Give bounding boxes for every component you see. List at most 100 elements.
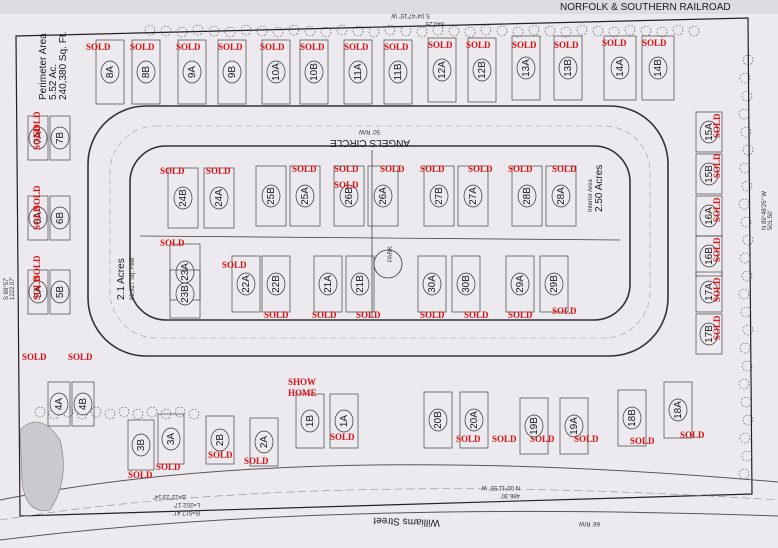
tree-symbol bbox=[544, 25, 556, 37]
sold-marker: SOLD bbox=[32, 255, 42, 280]
lot-id-circle bbox=[699, 280, 719, 304]
show-home-line2: HOME bbox=[288, 388, 317, 398]
lot-id-circle bbox=[463, 184, 483, 208]
sold-marker: SOLD bbox=[508, 164, 533, 174]
lot-boundary bbox=[427, 37, 457, 103]
tree-symbol bbox=[739, 432, 751, 444]
street-rw: 66' R/W bbox=[579, 520, 600, 526]
lot-id-circle bbox=[524, 414, 544, 438]
lot-id-circle bbox=[175, 282, 195, 306]
curve-radius: R=517.41' bbox=[173, 509, 200, 515]
sold-marker: SOLD bbox=[208, 450, 233, 460]
south-bearing: N 00°11'55" W bbox=[481, 484, 520, 490]
tree-symbol bbox=[741, 180, 753, 192]
lot-id-label: 8B bbox=[141, 66, 152, 79]
lot-boundary bbox=[27, 115, 49, 161]
lot-id-circle bbox=[49, 392, 69, 416]
street-centerline bbox=[0, 488, 778, 521]
lot-id-circle bbox=[388, 60, 408, 84]
lot-boundary bbox=[167, 167, 199, 229]
lot-id-circle bbox=[28, 206, 48, 230]
lot-id-circle bbox=[318, 272, 338, 296]
tree-symbol bbox=[464, 26, 476, 38]
lot-id-circle bbox=[348, 60, 368, 84]
interior-area-label: Interior Area bbox=[588, 179, 594, 212]
lot-boundary bbox=[261, 255, 291, 313]
lot-id-label: 4A bbox=[54, 398, 65, 411]
sold-marker: SOLD bbox=[552, 164, 577, 174]
tree-symbol bbox=[672, 24, 684, 36]
lot-id-circle bbox=[510, 272, 530, 296]
lot-id-label: 11A bbox=[353, 63, 364, 80]
sold-marker: SOLD bbox=[642, 38, 667, 48]
tree-symbol bbox=[741, 270, 753, 282]
lot-11a: 11A SOLD bbox=[343, 39, 373, 105]
angels-circle-centerline bbox=[109, 125, 651, 339]
lot-id-circle bbox=[699, 162, 719, 186]
lot-id-label: 17A bbox=[704, 283, 715, 301]
lot-boundary bbox=[205, 415, 235, 465]
lot-boundary bbox=[511, 165, 543, 227]
lot-id-label: 17B bbox=[704, 325, 715, 343]
lot-id-label: 5A bbox=[33, 286, 44, 299]
lot-id-circle bbox=[544, 272, 564, 296]
north-distance: 840.25' bbox=[425, 20, 445, 26]
lot-id-label: 23B bbox=[180, 285, 191, 303]
lot-boundary bbox=[49, 195, 71, 241]
lot-id-label: 2A bbox=[259, 436, 270, 449]
lot-id-label: 3A bbox=[166, 433, 177, 446]
lot-id-circle bbox=[339, 184, 359, 208]
sold-marker: SOLD bbox=[712, 315, 722, 340]
left-area-acres: 2.1 Acres bbox=[116, 258, 127, 300]
lot-boundary bbox=[459, 391, 489, 449]
lot-id-circle bbox=[266, 60, 286, 84]
lot-id-label: 12B bbox=[477, 61, 488, 79]
lot-id-label: 25B bbox=[266, 187, 277, 205]
lot-boundary bbox=[383, 39, 413, 105]
lot-id-label: 24B bbox=[178, 189, 189, 207]
lot-id-circle bbox=[236, 272, 256, 296]
lot-id-circle bbox=[699, 244, 719, 268]
lot-id-label: 10B bbox=[309, 63, 320, 81]
lot-id-label: 23A bbox=[180, 263, 191, 281]
lot-id-circle bbox=[464, 408, 484, 432]
tree-symbol bbox=[208, 25, 220, 37]
tree-symbol bbox=[576, 24, 588, 36]
lot-id-label: 9B bbox=[227, 66, 238, 79]
sold-marker: SOLD bbox=[330, 432, 355, 442]
sold-marker: SOLD bbox=[356, 310, 381, 320]
lot-id-circle bbox=[699, 204, 719, 228]
perimeter-sqft: 240,380 Sq. Ft. bbox=[58, 32, 69, 100]
lot-id-label: 26B bbox=[344, 187, 355, 205]
tree-symbol bbox=[368, 26, 380, 38]
top-strip bbox=[0, 0, 778, 14]
tree-symbol bbox=[740, 216, 752, 228]
lot-id-label: 29A bbox=[515, 275, 526, 293]
tree-symbol bbox=[742, 324, 754, 336]
sold-marker: SOLD bbox=[344, 42, 369, 52]
sold-marker: SOLD bbox=[384, 42, 409, 52]
tree-symbol bbox=[656, 26, 668, 38]
lot-id-label: 12A bbox=[437, 61, 448, 79]
lot-boundary bbox=[329, 393, 359, 449]
lot-boundary bbox=[457, 165, 489, 227]
tree-symbol bbox=[740, 126, 752, 138]
north-bearing: S 04°47'15" W bbox=[391, 12, 430, 18]
street-edge-south bbox=[0, 510, 778, 541]
tree-symbol bbox=[738, 468, 750, 480]
